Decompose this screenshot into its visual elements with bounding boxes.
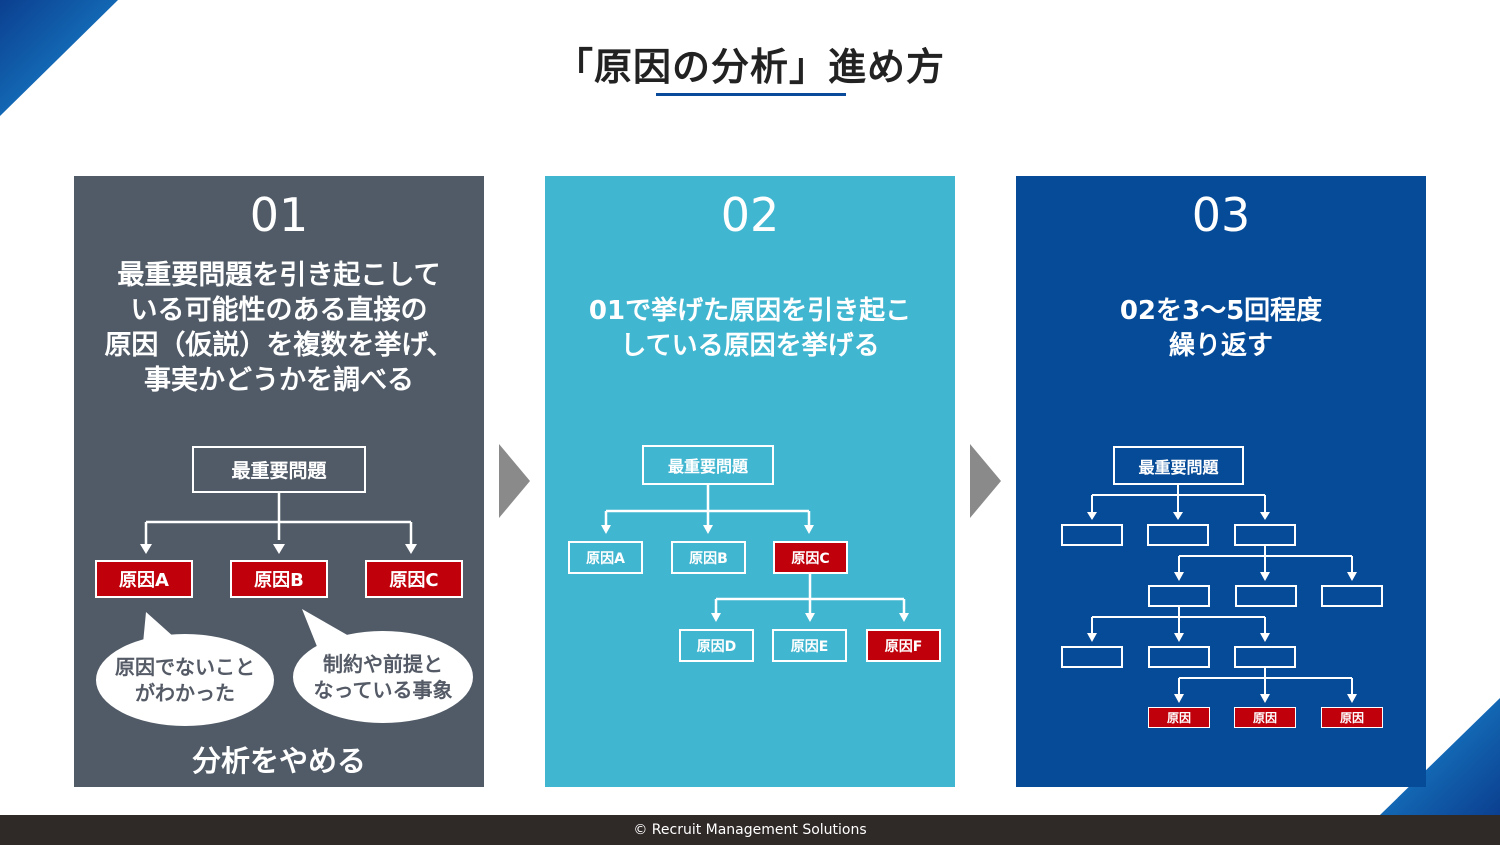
speech-bubble-constraint: 制約や前提と なっている事象 bbox=[293, 631, 473, 723]
stop-analysis-label: 分析をやめる bbox=[191, 744, 366, 778]
tree-connectors bbox=[601, 484, 909, 622]
step-description: 01で挙げた原因を引き起こ している原因を挙げる bbox=[588, 296, 912, 361]
step-number: 03 bbox=[1191, 188, 1251, 242]
cause-a-box: 原因A bbox=[568, 541, 643, 574]
cause-f-box: 原因F bbox=[866, 629, 941, 662]
cause-a-box: 原因A bbox=[95, 560, 193, 598]
cause-b-box: 原因B bbox=[230, 560, 328, 598]
footer-copyright: © Recruit Management Solutions bbox=[0, 815, 1500, 845]
step-panel-01: 01 最重要問題を引き起こして いる可能性のある直接の 原因（仮説）を複数を挙げ… bbox=[74, 176, 484, 787]
chevron-right-icon bbox=[970, 444, 1001, 518]
multi-level-tree bbox=[1061, 484, 1383, 703]
root-problem-box: 最重要問題 bbox=[1113, 446, 1244, 485]
cause-d-box: 原因D bbox=[679, 629, 754, 662]
root-problem-box: 最重要問題 bbox=[642, 445, 774, 485]
tree-connectors bbox=[140, 492, 417, 554]
step-number: 02 bbox=[720, 188, 780, 242]
corner-decoration-top-left bbox=[0, 0, 118, 116]
leaf-cause-box: 原因 bbox=[1148, 707, 1210, 728]
cause-e-box: 原因E bbox=[772, 629, 847, 662]
page-title: 「原因の分析」進め方 bbox=[554, 45, 945, 89]
cause-b-box: 原因B bbox=[671, 541, 746, 574]
step-panel-03: 03 02を3～5回程度 繰り返す bbox=[1016, 176, 1426, 787]
root-problem-box: 最重要問題 bbox=[192, 446, 366, 493]
cause-c-box: 原因C bbox=[773, 541, 848, 574]
chevron-right-icon bbox=[499, 444, 530, 518]
speech-bubble-not-cause: 原因でないこと がわかった bbox=[96, 634, 274, 726]
step-panel-02: 02 01で挙げた原因を引き起こ している原因を挙げる bbox=[545, 176, 955, 787]
cause-c-box: 原因C bbox=[365, 560, 463, 598]
step-description: 最重要問題を引き起こして いる可能性のある直接の 原因（仮説）を複数を挙げ、 事… bbox=[104, 260, 454, 396]
step-number: 01 bbox=[249, 188, 309, 242]
leaf-cause-box: 原因 bbox=[1321, 707, 1383, 728]
title-underline bbox=[656, 93, 846, 96]
step-description: 02を3～5回程度 繰り返す bbox=[1119, 296, 1323, 361]
leaf-cause-box: 原因 bbox=[1234, 707, 1296, 728]
